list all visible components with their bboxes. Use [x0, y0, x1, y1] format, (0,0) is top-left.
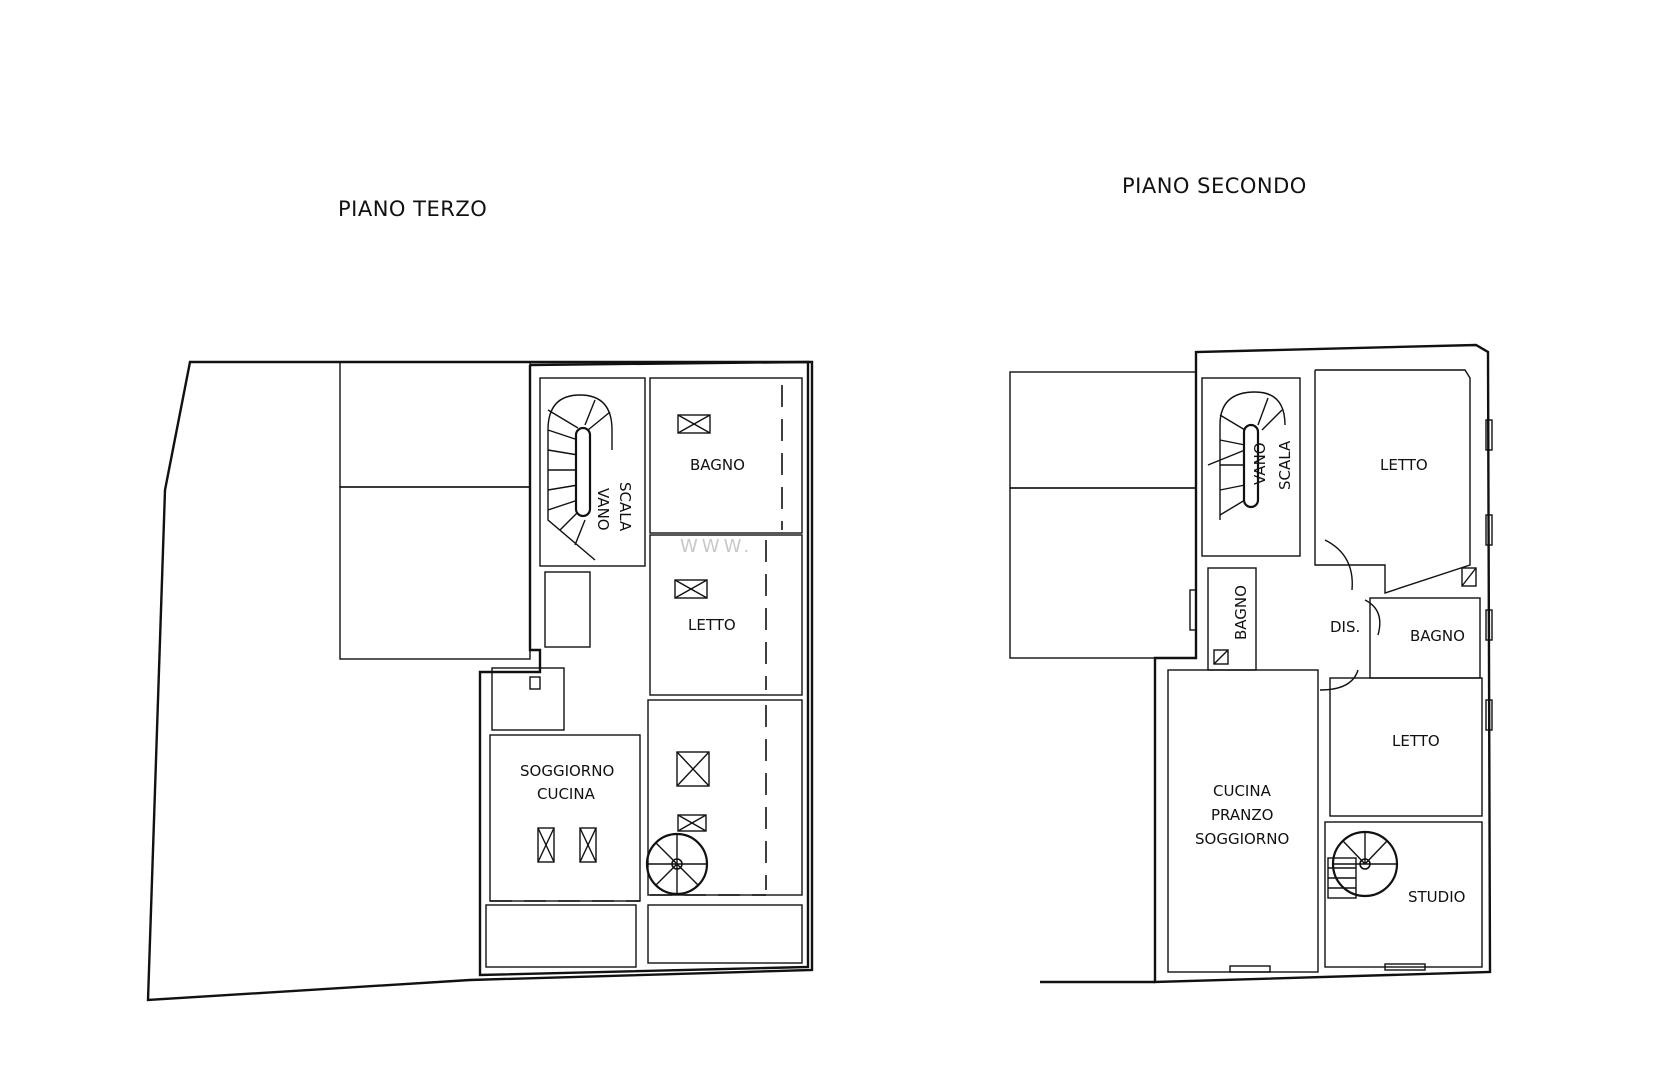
apartment-outline-second — [1153, 343, 1492, 984]
bottom-room-left — [485, 904, 637, 968]
room-label-studio: STUDIO — [1408, 888, 1465, 906]
neighbour-block-a — [339, 361, 531, 488]
room-label-dis: DIS. — [1330, 618, 1360, 636]
room-label-soggiorno: SOGGIORNO — [520, 762, 614, 780]
closet-walls — [544, 571, 591, 648]
room-label-letto-2: LETTO — [1392, 732, 1440, 750]
neighbour-block-b — [339, 486, 531, 660]
door-swing-icon — [1319, 539, 1381, 691]
skylight-icon — [677, 414, 711, 434]
room-label-cucina: CUCINA — [537, 785, 596, 803]
room-label-bagno-1: BAGNO — [1232, 585, 1250, 640]
skylight-icon — [677, 814, 707, 832]
room-label-letto: LETTO — [688, 616, 736, 634]
skylight-icon — [676, 751, 710, 787]
skylight-icon — [674, 579, 708, 599]
room-walls-letto-2 — [1329, 677, 1483, 817]
room-walls-soggiorno — [489, 734, 641, 902]
room-walls-letto — [649, 534, 803, 696]
room-label-bagno-2: BAGNO — [1410, 627, 1465, 645]
parcel-outline-third — [146, 360, 814, 1002]
storage-walls — [491, 667, 565, 731]
spiral-staircase-icon — [645, 832, 709, 896]
stair-hall-walls — [539, 377, 646, 567]
room-walls-bagno — [649, 377, 803, 534]
watermark-text: WWW. — [680, 536, 753, 557]
staircase-straight-icon — [1207, 391, 1286, 520]
room-walls-studio — [1324, 821, 1483, 968]
window-marks — [1189, 419, 1493, 973]
room-walls-letto-1 — [1314, 369, 1471, 594]
shaft-icon — [1213, 649, 1229, 665]
skylight-icon — [579, 827, 597, 863]
shaft-icon — [1461, 567, 1477, 587]
terrace-walls — [647, 699, 803, 896]
room-label-cucina: CUCINA — [1213, 782, 1272, 800]
neighbour-block-d — [1009, 487, 1197, 659]
floor-plan-third: PIANO TERZO VANO SCALA — [146, 197, 814, 1002]
apartment-outline-third — [478, 360, 810, 977]
room-label-soggiorno: SOGGIORNO — [1195, 830, 1289, 848]
floor-title-third: PIANO TERZO — [338, 197, 487, 221]
room-label-scala: SCALA — [616, 482, 634, 532]
room-label-pranzo: PRANZO — [1211, 806, 1273, 824]
staircase-straight-icon — [547, 394, 613, 561]
neighbour-block-c — [1009, 371, 1197, 489]
spiral-staircase-icon — [1327, 830, 1399, 899]
bottom-room-right — [647, 904, 803, 964]
room-label-vano: VANO — [594, 488, 612, 531]
room-label-bagno: BAGNO — [690, 456, 745, 474]
stair-hall-walls — [1201, 377, 1301, 557]
floor-title-second: PIANO SECONDO — [1122, 174, 1307, 198]
room-label-letto-1: LETTO — [1380, 456, 1428, 474]
skylight-icon — [537, 827, 555, 863]
floor-plan-second: PIANO SECONDO VANO SCALA BAGNO — [1009, 174, 1493, 984]
room-label-vano: VANO — [1251, 442, 1269, 485]
room-label-scala: SCALA — [1276, 440, 1294, 490]
